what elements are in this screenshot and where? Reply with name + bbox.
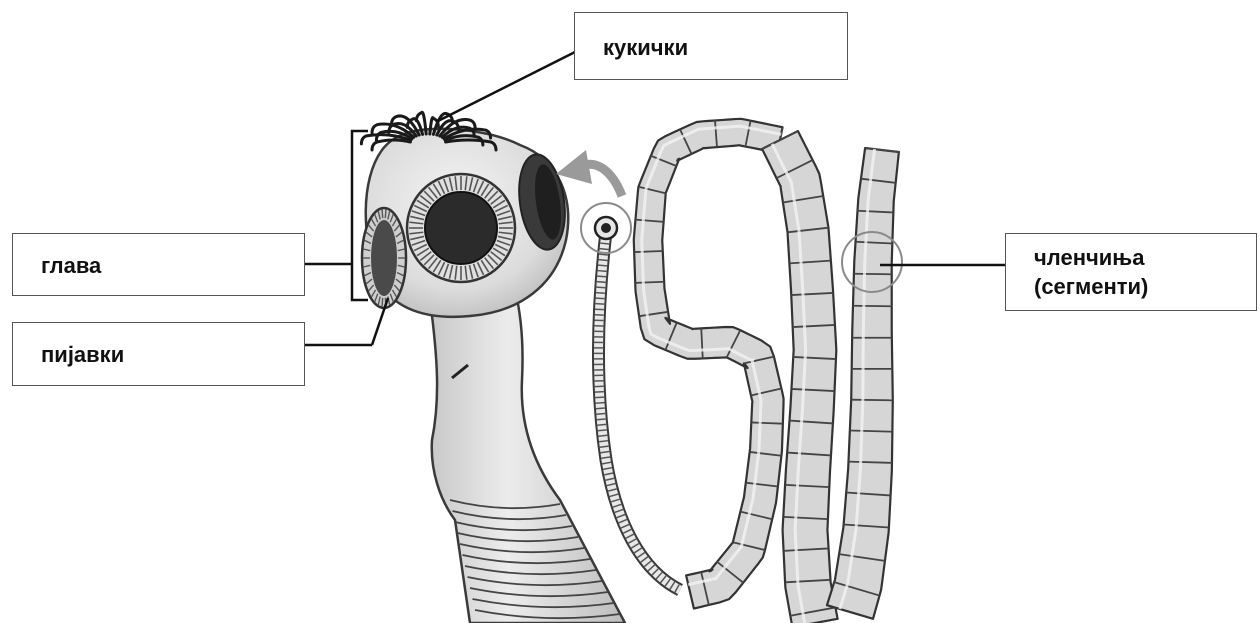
left-sucker: [362, 208, 406, 308]
label-suckers: пијавки: [41, 342, 124, 368]
strobila-segments: [634, 119, 899, 623]
label-hooks-box: кукички: [574, 12, 848, 80]
label-suckers-box: пијавки: [12, 322, 305, 386]
label-head: глава: [41, 253, 101, 279]
label-segments-box: членчиња (сегменти): [1005, 233, 1257, 311]
front-sucker: [407, 174, 515, 282]
label-head-box: глава: [12, 233, 305, 296]
curved-arrow-icon: [556, 150, 622, 196]
label-segments-line2: (сегменти): [1034, 274, 1148, 300]
label-hooks: кукички: [603, 35, 688, 61]
pointer-hooks: [436, 52, 575, 122]
label-segments-line1: членчиња: [1034, 245, 1144, 271]
